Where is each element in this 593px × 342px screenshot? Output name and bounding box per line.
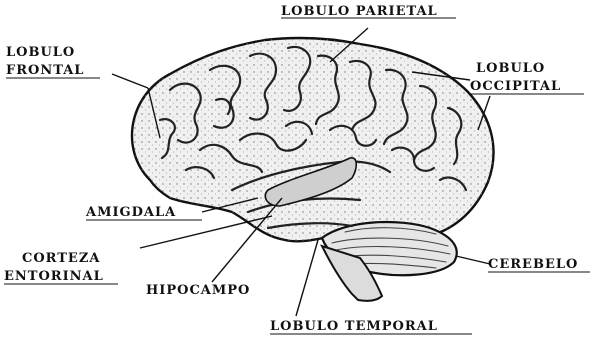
label-lobulo-frontal-1: LOBULO: [6, 45, 75, 60]
cerebrum-texture: [132, 38, 494, 241]
label-amigdala: AMIGDALA: [85, 205, 176, 220]
label-lobulo-frontal-2: FRONTAL: [6, 63, 84, 78]
label-lobulo-parietal: LOBULO PARIETAL: [281, 4, 438, 19]
label-lobulo-occipital-2: OCCIPITAL: [470, 79, 561, 94]
label-corteza-entorinal-2: ENTORINAL: [4, 269, 104, 284]
label-cerebelo: CEREBELO: [488, 257, 578, 272]
label-hipocampo: HIPOCAMPO: [146, 283, 250, 298]
label-lobulo-temporal: LOBULO TEMPORAL: [270, 319, 438, 334]
label-corteza-entorinal-1: CORTEZA: [22, 251, 100, 266]
label-lobulo-occipital-1: LOBULO: [476, 61, 545, 76]
